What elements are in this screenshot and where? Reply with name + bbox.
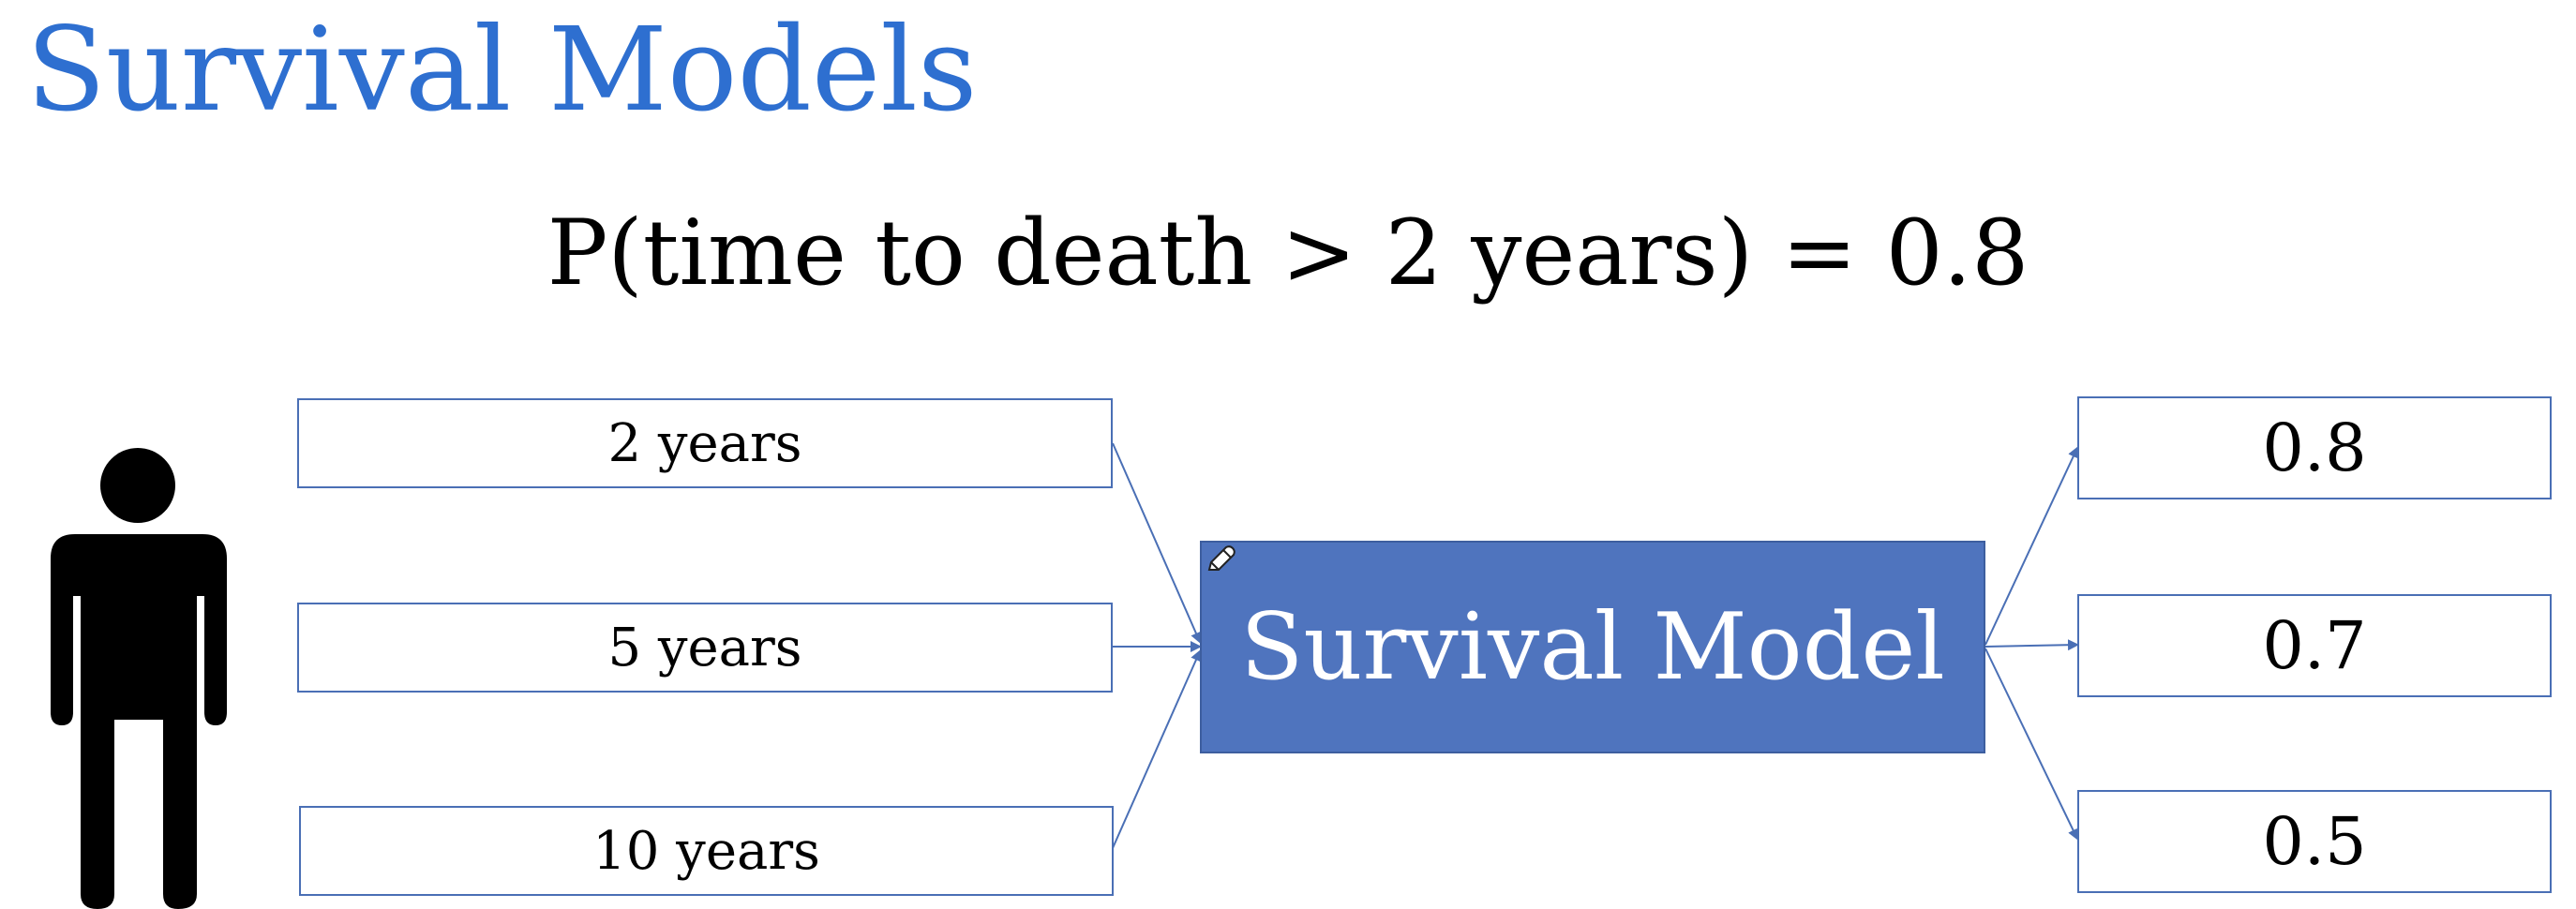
survival-model-box: Survival Model <box>1200 541 1985 753</box>
output-box-1: 0.8 <box>2077 396 2552 499</box>
input-label: 5 years <box>607 617 802 678</box>
pencil-icon <box>1207 545 1236 571</box>
input-label: 2 years <box>607 412 802 474</box>
model-label: Survival Model <box>1240 593 1945 701</box>
arrow-input-1-to-model <box>1112 442 1202 644</box>
input-box-5-years: 5 years <box>297 603 1113 693</box>
output-value: 0.5 <box>2262 803 2367 880</box>
arrow-model-to-output-2 <box>1984 639 2079 651</box>
slide-title: Survival Models <box>26 3 978 138</box>
input-box-2-years: 2 years <box>297 398 1113 488</box>
output-box-3: 0.5 <box>2077 790 2552 893</box>
arrow-model-to-output-1 <box>1984 446 2079 646</box>
person-icon <box>51 448 227 909</box>
output-value: 0.7 <box>2262 607 2367 684</box>
input-box-10-years: 10 years <box>299 806 1114 896</box>
arrow-input-3-to-model <box>1112 649 1202 849</box>
output-box-2: 0.7 <box>2077 594 2552 697</box>
output-value: 0.8 <box>2262 410 2367 486</box>
input-label: 10 years <box>592 820 820 882</box>
arrow-model-to-output-3 <box>1984 648 2079 841</box>
probability-formula: P(time to death > 2 years) = 0.8 <box>547 201 2029 305</box>
